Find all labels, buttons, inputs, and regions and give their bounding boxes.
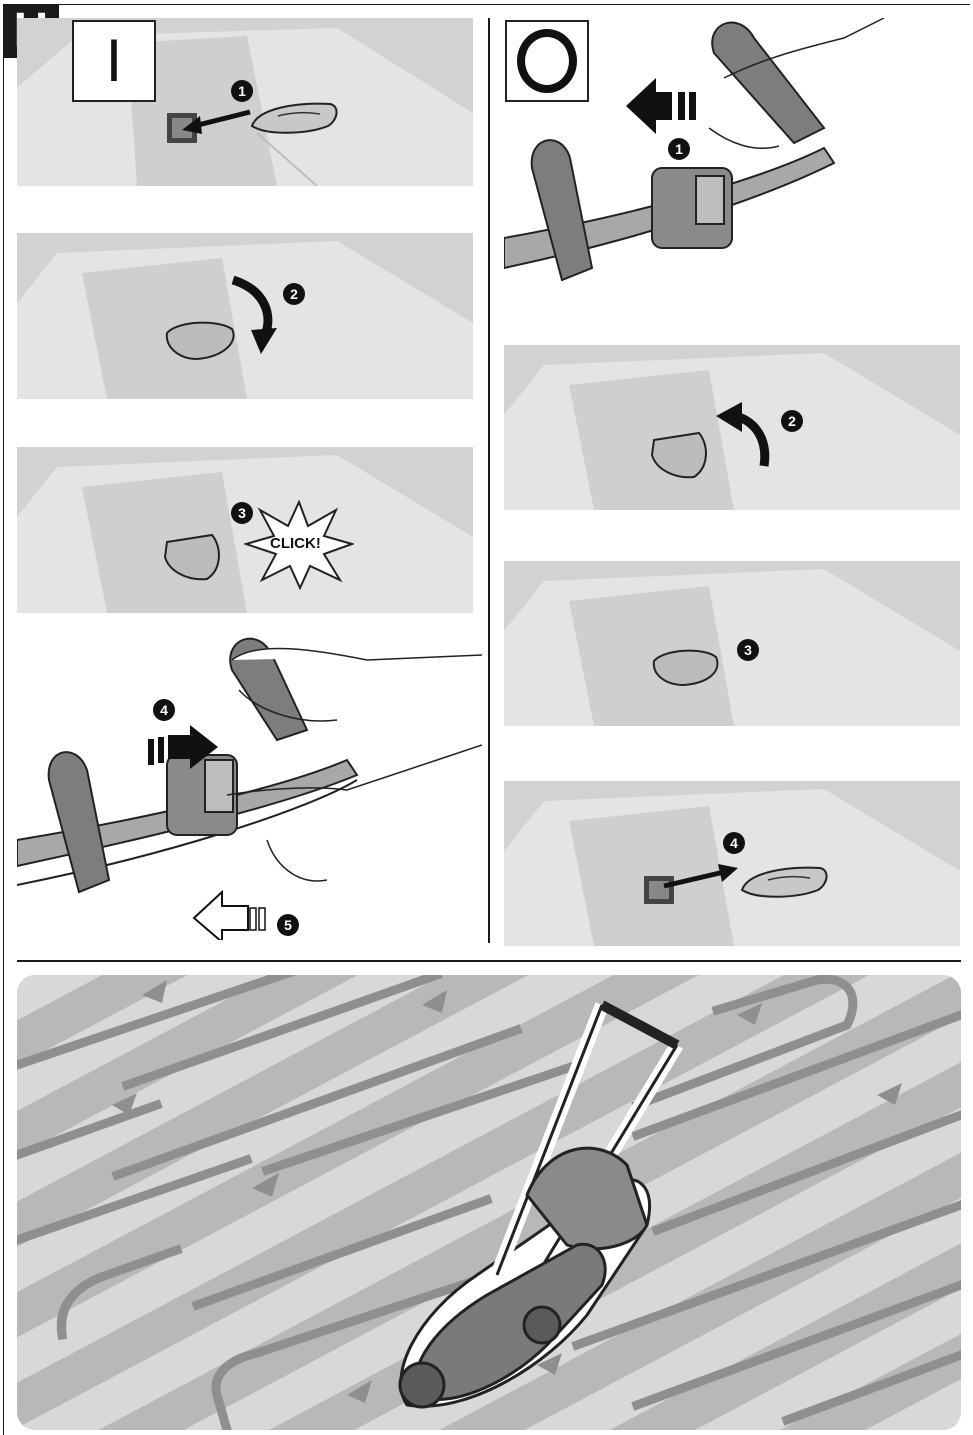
mode-off-label: O bbox=[0, 0, 1, 1]
safety-key-icon bbox=[248, 96, 340, 138]
off-step-1-marker: 1 bbox=[668, 138, 690, 160]
start-handle-illustration bbox=[17, 630, 482, 930]
step-4-marker: 4 bbox=[153, 699, 175, 721]
remove-arrow-icon bbox=[660, 862, 740, 892]
lawn-mower-icon bbox=[347, 985, 717, 1425]
column-divider bbox=[488, 18, 490, 943]
key-released-illustration bbox=[504, 561, 960, 726]
insert-arrow-icon bbox=[182, 106, 252, 136]
panel-start-handle bbox=[17, 630, 482, 930]
click-label: CLICK! bbox=[270, 536, 321, 551]
mowing-pattern-diagram bbox=[17, 975, 961, 1430]
step-2-marker: 2 bbox=[283, 283, 305, 305]
panel-key-released bbox=[504, 561, 960, 726]
turn-back-arrow-icon bbox=[712, 400, 776, 470]
mode-on-symbol: I bbox=[72, 20, 156, 102]
off-step-4-marker: 4 bbox=[723, 832, 745, 854]
mode-off-symbol bbox=[505, 20, 589, 102]
release-lever-arrow-icon bbox=[626, 78, 698, 134]
off-step-2-marker: 2 bbox=[781, 410, 803, 432]
section-divider bbox=[17, 960, 961, 962]
frame-top-line bbox=[59, 4, 970, 5]
step-5-marker: 5 bbox=[277, 914, 299, 936]
push-forward-arrow-icon bbox=[148, 725, 220, 771]
frame-left-line bbox=[3, 58, 4, 1435]
turn-arrow-icon bbox=[225, 270, 285, 355]
removed-key-icon bbox=[738, 860, 830, 902]
release-back-arrow-icon bbox=[192, 888, 268, 940]
off-circle-icon bbox=[517, 29, 577, 93]
off-step-3-marker: 3 bbox=[737, 639, 759, 661]
